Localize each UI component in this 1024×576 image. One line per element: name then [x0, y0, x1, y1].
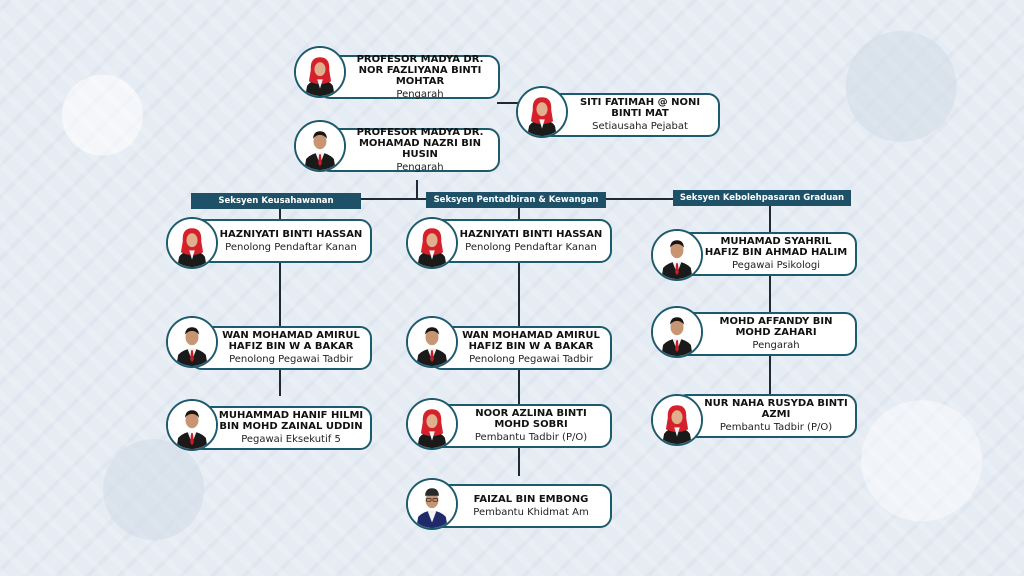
staff-role: Pembantu Khidmat Am	[473, 506, 589, 518]
staff-role: Pengarah	[752, 340, 800, 351]
staff-photo	[406, 316, 458, 368]
staff-card: HAZNIYATI BINTI HASSAN Penolong Pendafta…	[430, 219, 612, 263]
director-card: PROFESOR MADYA DR. NOR FAZLIYANA BINTI M…	[318, 53, 500, 100]
staff-role: Penolong Pegawai Tadbir	[229, 354, 353, 365]
staff-role: Penolong Pendaftar Kanan	[225, 241, 357, 253]
staff-name: NOOR AZLINA BINTI MOHD SOBRI	[475, 408, 587, 430]
staff-name: WAN MOHAMAD AMIRUL HAFIZ BIN W A BAKAR	[222, 330, 360, 352]
staff-name: HAZNIYATI BINTI HASSAN	[459, 228, 603, 240]
staff-role: Penolong Pendaftar Kanan	[465, 241, 597, 253]
staff-card: MUHAMAD SYAHRIL HAFIZ BIN AHMAD HALIM Pe…	[675, 232, 857, 276]
staff-photo	[651, 394, 703, 446]
connector-line	[769, 206, 771, 396]
secretary-name: SITI FATIMAH @ NONI BINTI MAT	[579, 97, 701, 119]
director-name: PROFESOR MADYA DR. MOHAMAD NAZRI BIN HUS…	[356, 126, 484, 160]
director-photo	[294, 120, 346, 172]
staff-card: WAN MOHAMAD AMIRUL HAFIZ BIN W A BAKAR P…	[430, 326, 612, 370]
secretary-role: Setiausaha Pejabat	[592, 121, 688, 132]
connector-line	[279, 206, 281, 396]
staff-name: HAZNIYATI BINTI HASSAN	[219, 228, 363, 240]
section-header-kebolehpasaran-graduan: Seksyen Kebolehpasaran Graduan	[673, 190, 851, 206]
staff-photo	[166, 217, 218, 269]
staff-name: FAIZAL BIN EMBONG	[473, 493, 589, 505]
connector-line	[416, 180, 418, 199]
section-header-keusahawanan: Seksyen Keusahawanan	[191, 193, 361, 209]
staff-name: WAN MOHAMAD AMIRUL HAFIZ BIN W A BAKAR	[462, 330, 600, 352]
director-name: PROFESOR MADYA DR. NOR FAZLIYANA BINTI M…	[356, 53, 484, 87]
staff-card: FAIZAL BIN EMBONG Pembantu Khidmat Am	[430, 484, 612, 528]
staff-photo	[166, 316, 218, 368]
staff-name: MOHD AFFANDY BIN MOHD ZAHARI	[719, 316, 833, 338]
connector-line	[497, 102, 521, 104]
staff-role: Pembantu Tadbir (P/O)	[719, 422, 833, 433]
staff-role: Pembantu Tadbir (P/O)	[474, 432, 588, 443]
director-role: Pengarah	[396, 88, 444, 100]
staff-photo	[166, 399, 218, 451]
staff-role: Pegawai Psikologi	[732, 260, 820, 271]
staff-card: NUR NAHA RUSYDA BINTI AZMI Pembantu Tadb…	[675, 394, 857, 438]
staff-photo	[406, 478, 458, 530]
staff-card: HAZNIYATI BINTI HASSAN Penolong Pendafta…	[190, 219, 372, 263]
staff-photo	[651, 306, 703, 358]
secretary-photo	[516, 86, 568, 138]
staff-photo	[406, 398, 458, 450]
staff-photo	[406, 217, 458, 269]
staff-name: MUHAMMAD HANIF HILMI BIN MOHD ZAINAL UDD…	[218, 410, 364, 432]
staff-photo	[651, 229, 703, 281]
staff-name: MUHAMAD SYAHRIL HAFIZ BIN AHMAD HALIM	[704, 236, 848, 258]
staff-card: NOOR AZLINA BINTI MOHD SOBRI Pembantu Ta…	[430, 404, 612, 448]
director-role: Pengarah	[396, 161, 444, 173]
staff-name: NUR NAHA RUSYDA BINTI AZMI	[704, 398, 848, 420]
staff-role: Pegawai Eksekutif 5	[241, 434, 341, 445]
director-photo	[294, 46, 346, 98]
staff-role: Penolong Pegawai Tadbir	[469, 354, 593, 365]
staff-card: WAN MOHAMAD AMIRUL HAFIZ BIN W A BAKAR P…	[190, 326, 372, 370]
section-header-pentadbiran-kewangan: Seksyen Pentadbiran & Kewangan	[426, 192, 606, 208]
